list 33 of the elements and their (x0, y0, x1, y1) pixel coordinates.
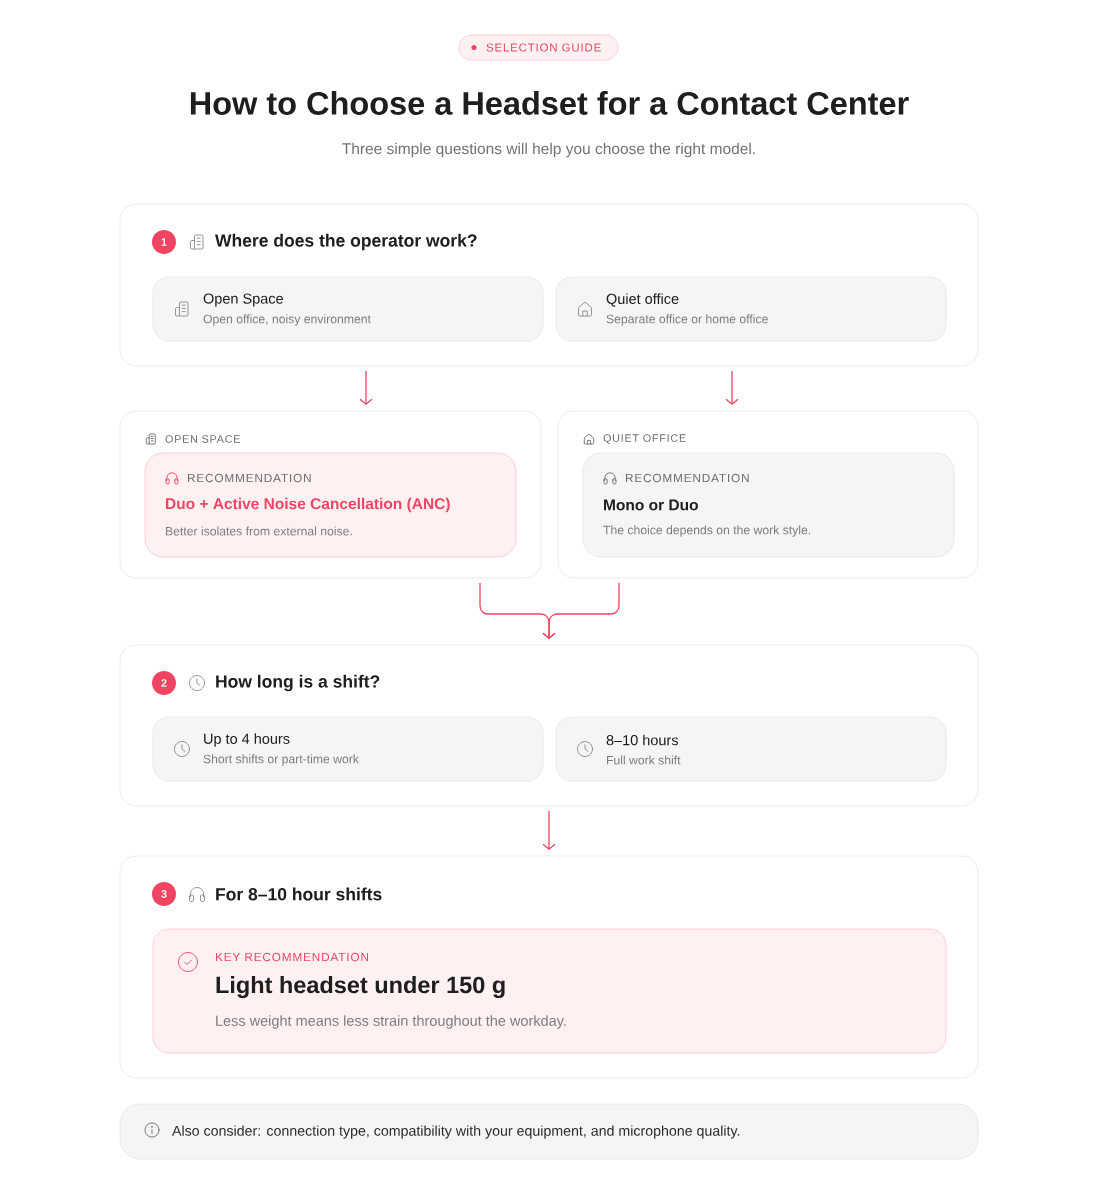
arrow (359, 370, 373, 405)
option-description: Separate office or home office (606, 314, 768, 326)
recommendation-label: RECOMMENDATION (187, 473, 311, 483)
section-label: OPEN SPACE (165, 435, 240, 443)
number-badge: 2 (152, 671, 176, 695)
option-title: Up to 4 hours (204, 733, 290, 747)
question-heading: Where does the operator work? (215, 233, 477, 251)
number-badge: 1 (152, 230, 176, 254)
option-title: 8–10 hours (606, 734, 678, 746)
question-heading: How long is a shift? (216, 674, 380, 692)
arrow (542, 582, 620, 639)
recommendation-title: Mono or Duo (604, 499, 698, 511)
recommendation-title: Light headset under 150 g (216, 976, 505, 998)
recommendation-text: Better isolates from external noise. (166, 526, 352, 536)
arrow (542, 810, 556, 850)
option-description: Full work shift (607, 755, 681, 765)
section-label: QUIET OFFICE (603, 434, 686, 444)
subtitle: Three simple questions will help you choose the right model. (342, 142, 755, 158)
tag-pill: SELECTION GUIDE (458, 34, 619, 61)
option-title: Quiet office (606, 293, 679, 307)
recommendation-label: RECOMMENDATION (625, 473, 749, 483)
recommendation-text: Less weight means less strain throughout the workday. (216, 1015, 566, 1029)
note-text: Also consider: connection type, compatibility with your equipment, and microphone quality. (172, 1125, 740, 1139)
number-badge: 3 (152, 882, 176, 906)
recommendation-title: Duo + Active Noise Cancellation (ANC) (166, 497, 450, 513)
option-description: Short shifts or part-time work (203, 754, 359, 766)
recommendation-label: KEY RECOMMENDATION (215, 952, 368, 962)
arrow (725, 370, 739, 405)
recommendation-text: The choice depends on the work style. (603, 525, 811, 537)
question-heading: For 8–10 hour shifts (216, 887, 382, 901)
option-title: Open Space (203, 293, 283, 307)
option-description: Open office, noisy environment (203, 314, 371, 326)
page-title: How to Choose a Headset for a Contact Center (190, 91, 909, 115)
